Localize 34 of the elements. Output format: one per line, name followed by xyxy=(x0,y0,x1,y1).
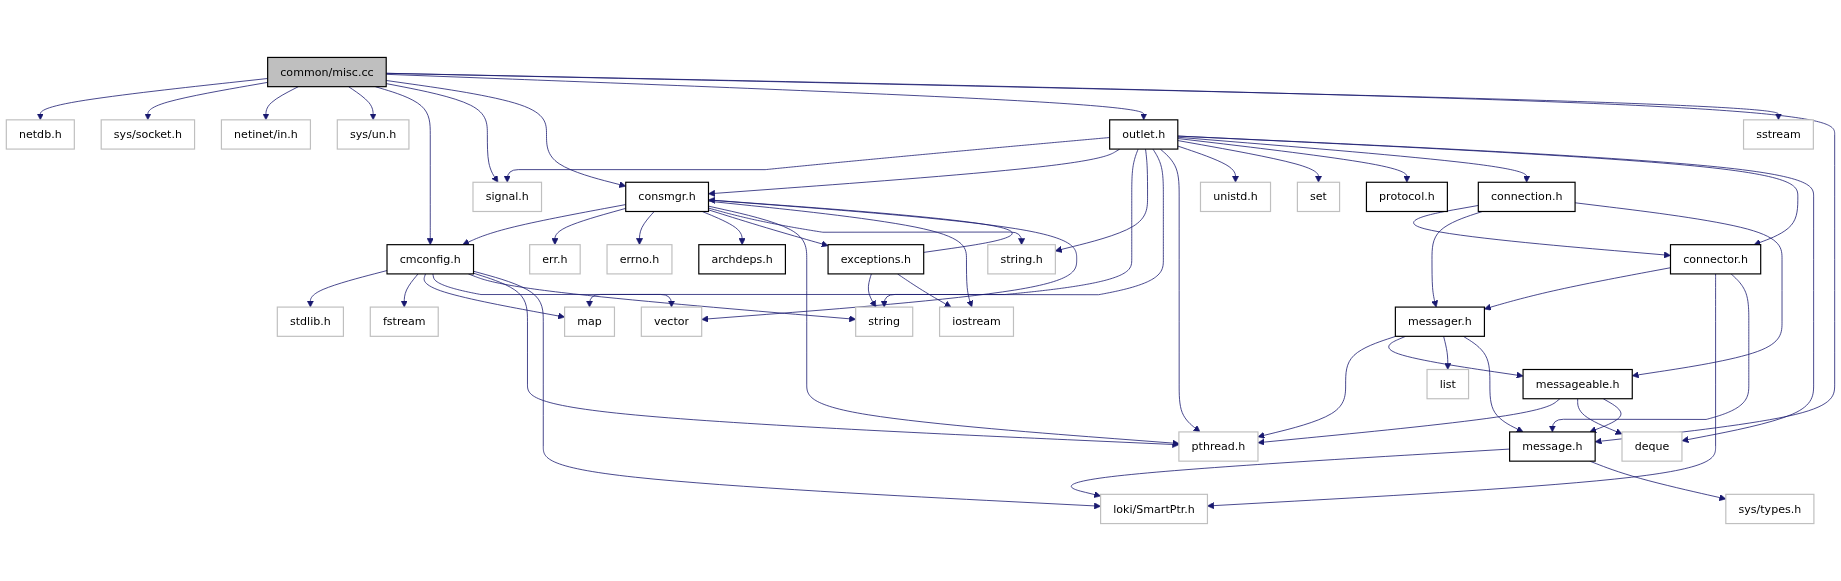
node-box: pthread.h xyxy=(1178,431,1259,462)
node-box: protocol.h xyxy=(1365,181,1448,213)
node-box: netinet/in.h xyxy=(220,119,312,150)
node-box: signal.h xyxy=(472,181,543,213)
node-box: deque xyxy=(1621,431,1683,462)
node-box: outlet.h xyxy=(1109,119,1179,150)
node-box: map xyxy=(564,306,616,337)
node-box: fstream xyxy=(369,306,439,337)
node-box: archdeps.h xyxy=(698,244,786,275)
node-box: sys/socket.h xyxy=(100,119,196,150)
node-box: messager.h xyxy=(1394,306,1486,337)
node-box: connector.h xyxy=(1669,244,1762,275)
node-box: netdb.h xyxy=(5,119,75,150)
node-box: set xyxy=(1296,181,1341,213)
node-box: message.h xyxy=(1509,431,1596,462)
node-box: sys/types.h xyxy=(1725,493,1815,525)
node-box: unistd.h xyxy=(1199,181,1272,213)
node-box: exceptions.h xyxy=(827,244,925,275)
node-box: sstream xyxy=(1742,119,1814,150)
node-box: stdlib.h xyxy=(276,306,344,337)
node-box: consmgr.h xyxy=(625,181,710,213)
node-box: err.h xyxy=(529,244,581,275)
node-box: string xyxy=(855,306,914,337)
node-box: list xyxy=(1426,368,1470,400)
node-box: common/misc.cc xyxy=(267,56,387,88)
node-box: iostream xyxy=(939,306,1015,337)
node-box: errno.h xyxy=(606,244,673,275)
node-box: connection.h xyxy=(1477,181,1576,213)
node-box: string.h xyxy=(987,244,1056,275)
node-box: vector xyxy=(640,306,703,337)
node-box: sys/un.h xyxy=(336,119,410,150)
node-box: loki/SmartPtr.h xyxy=(1100,493,1209,525)
node-box: messageable.h xyxy=(1522,368,1633,400)
node-box: cmconfig.h xyxy=(386,244,475,275)
